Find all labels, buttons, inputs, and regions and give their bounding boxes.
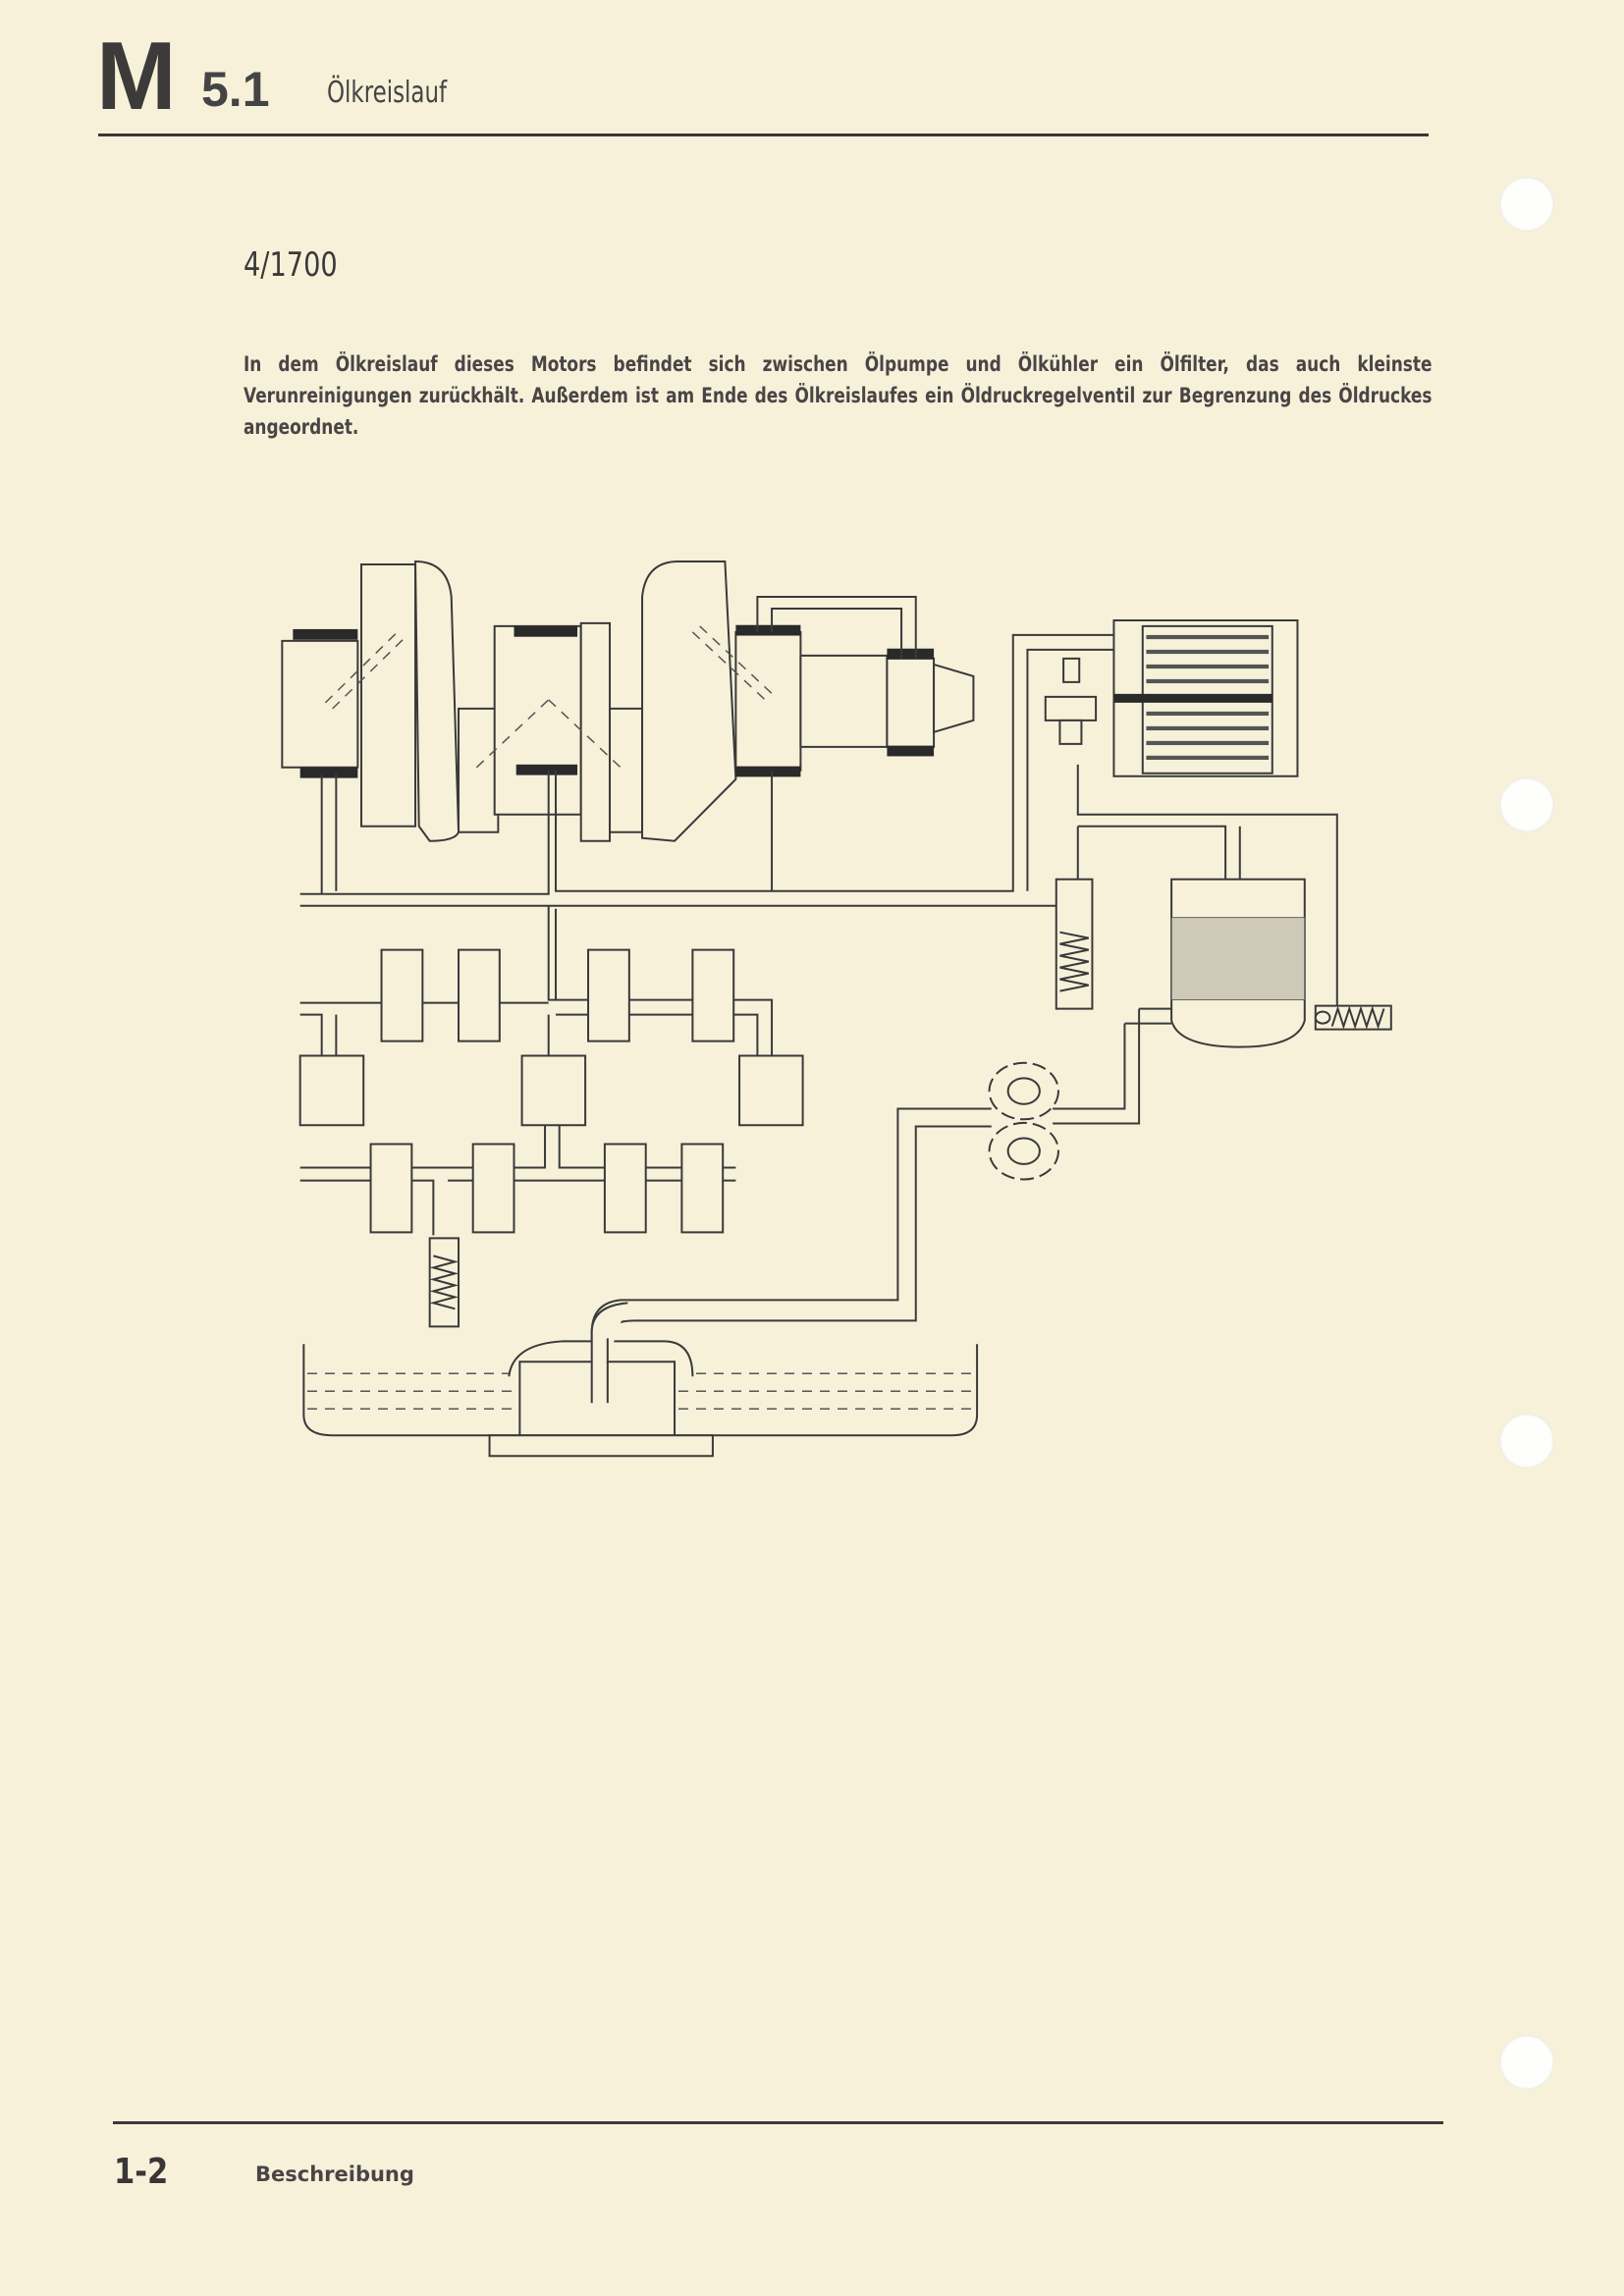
- oil-circuit-diagram: [275, 550, 1404, 1472]
- section-letter: M: [96, 22, 177, 130]
- crankshaft: [282, 561, 973, 841]
- description-text: In dem Ölkreislauf dieses Motors befinde…: [244, 352, 1433, 439]
- page-title: Ölkreislauf: [327, 76, 448, 110]
- oil-cooler: [1113, 620, 1297, 776]
- header-rule: [98, 133, 1429, 136]
- footer-label: Beschreibung: [255, 2163, 414, 2186]
- page-number: 1-2: [114, 2152, 169, 2192]
- punch-hole: [1499, 1414, 1554, 1468]
- oil-filter: [1171, 880, 1391, 1047]
- oil-pressure-switch: [1046, 659, 1096, 744]
- footer-rule: [113, 2121, 1443, 2124]
- oil-pump: [990, 1063, 1058, 1180]
- punch-hole: [1499, 777, 1554, 832]
- engine-type-label: 4/1700: [244, 245, 338, 285]
- punch-hole: [1499, 2035, 1554, 2090]
- section-number: 5.1: [201, 62, 270, 117]
- tappets: [300, 950, 803, 1233]
- relief-valve: [430, 880, 1093, 1327]
- punch-hole: [1499, 177, 1554, 232]
- oil-sump: [303, 1303, 977, 1456]
- description-paragraph: In dem Ölkreislauf dieses Motors befinde…: [244, 348, 1433, 443]
